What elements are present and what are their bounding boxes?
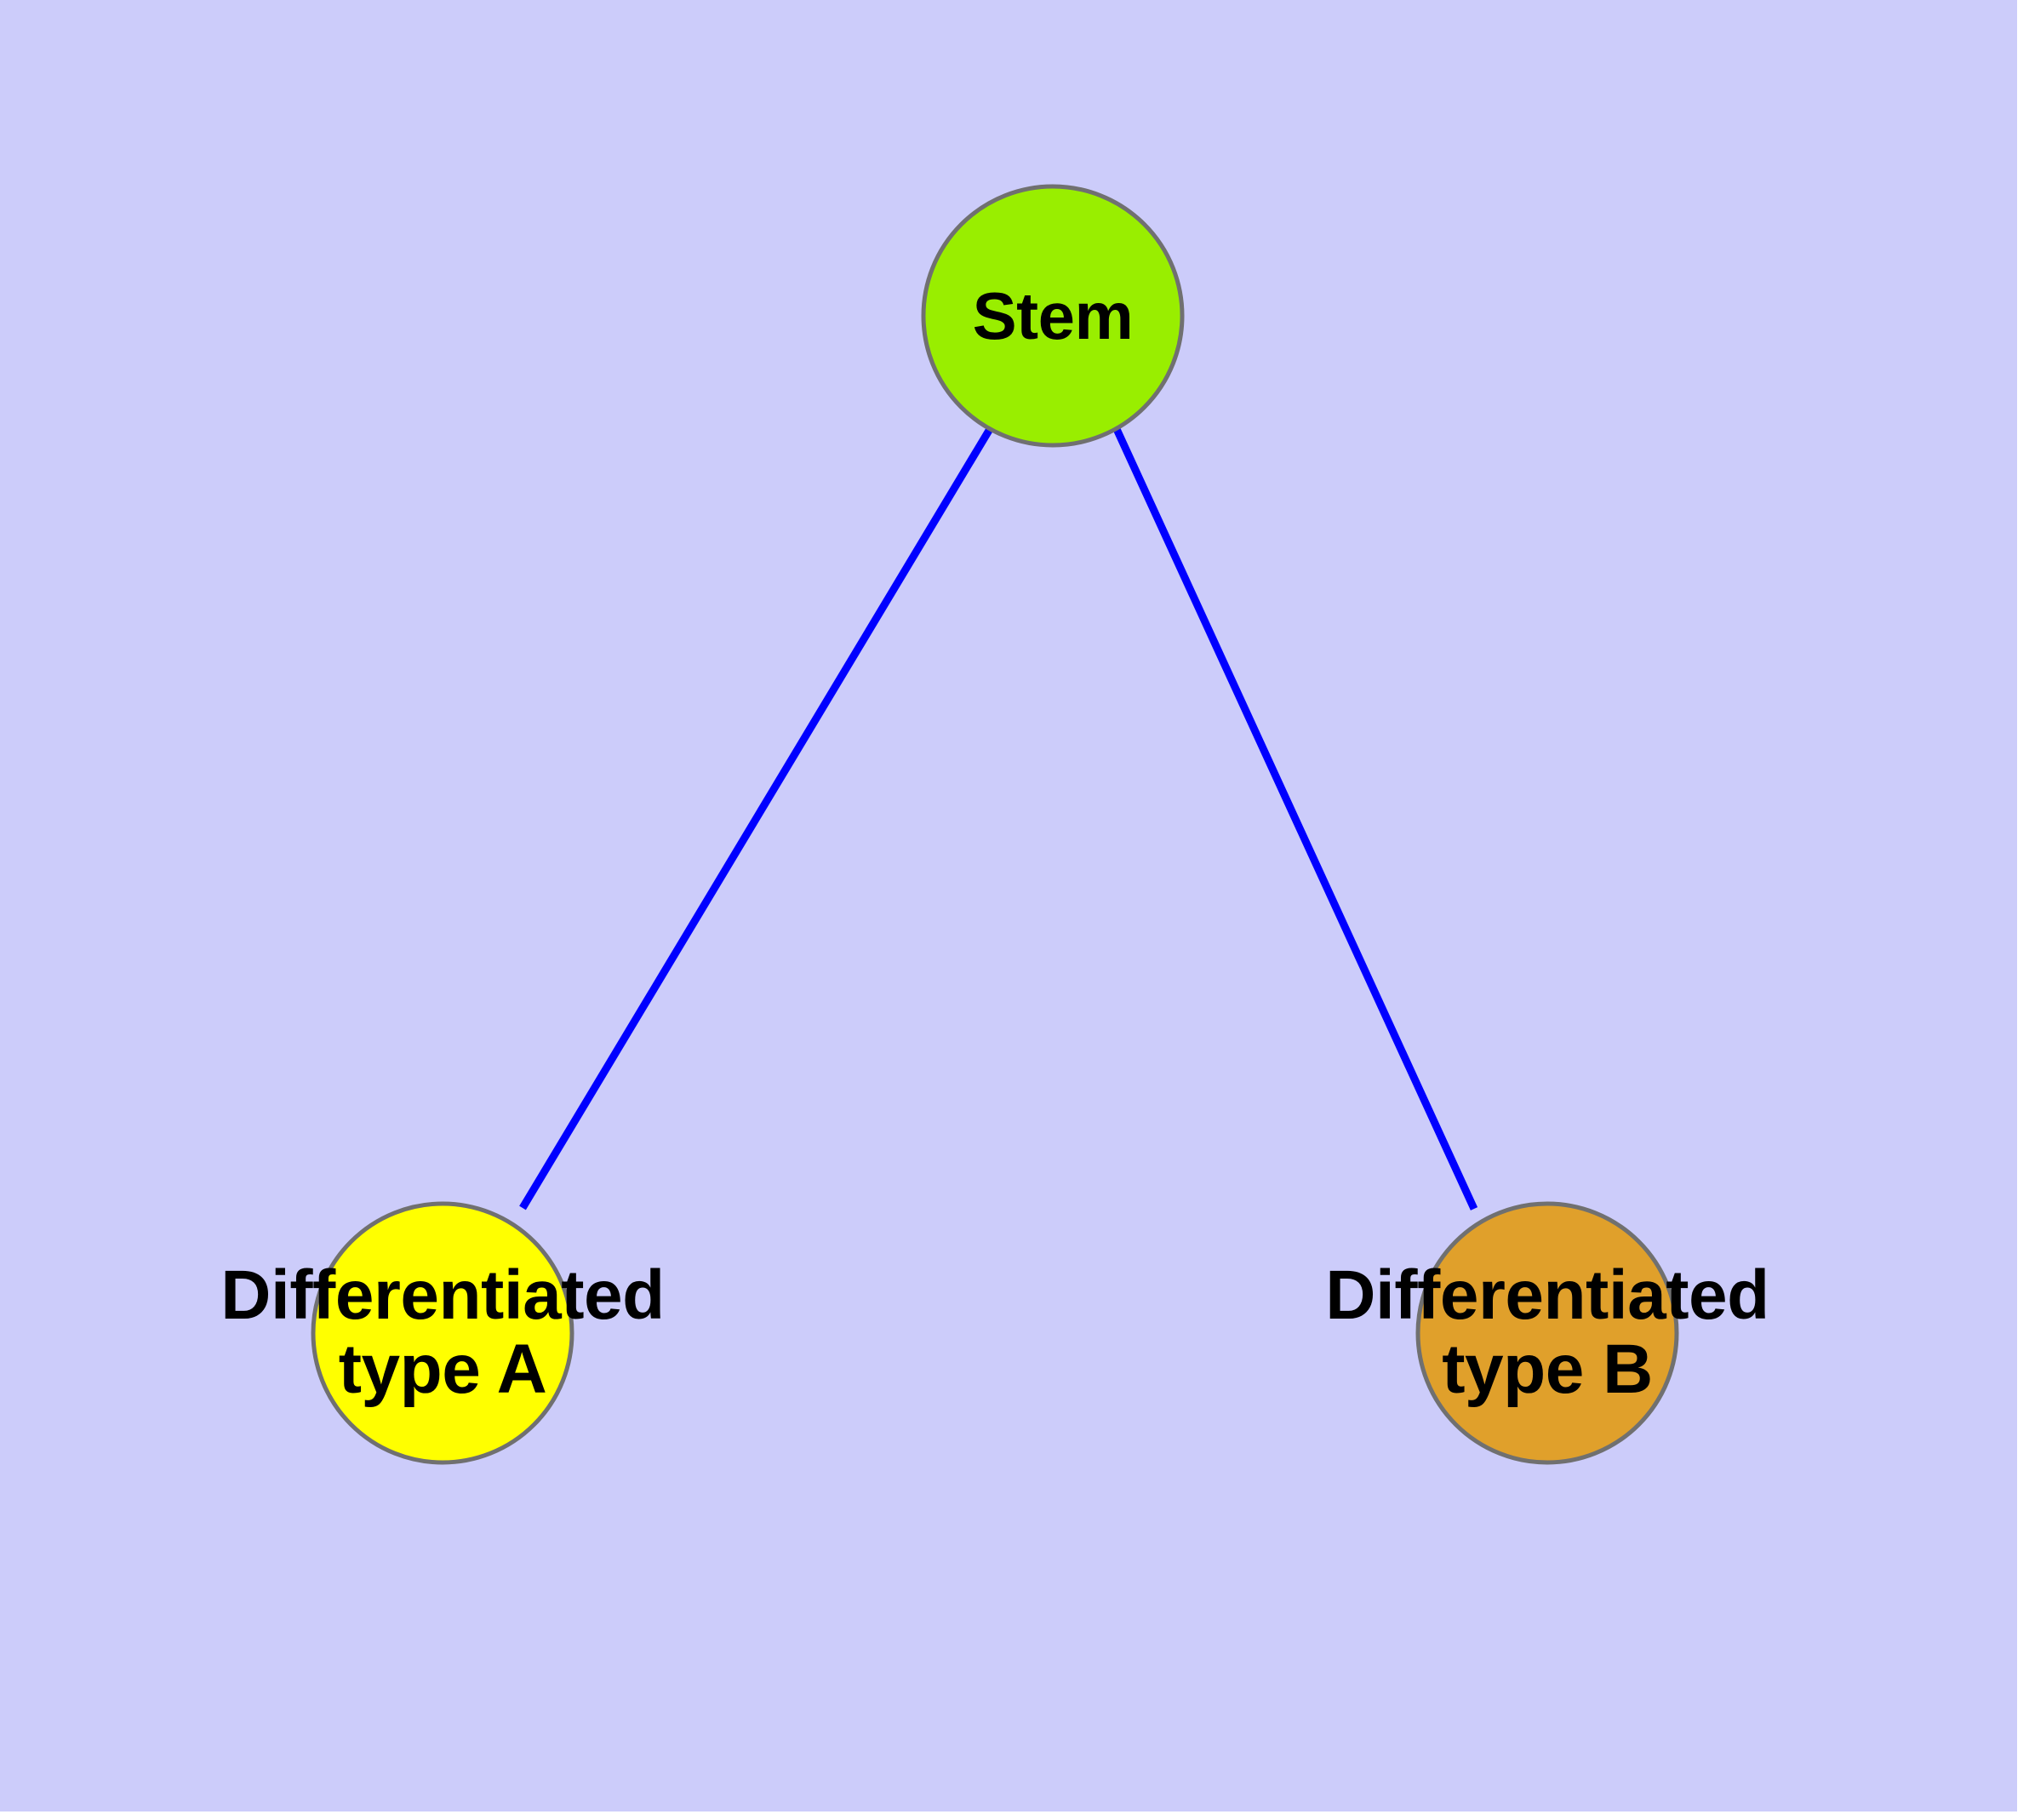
edge-stem-to-type-b (1112, 427, 1478, 1210)
node-type-b-circle[interactable] (1415, 1201, 1679, 1465)
edge-layer (519, 426, 1478, 1210)
node-stem-circle[interactable] (921, 184, 1185, 448)
edge-stem-to-type-a (519, 426, 993, 1210)
node-layer (311, 184, 1679, 1465)
node-type-a-circle[interactable] (311, 1201, 574, 1465)
